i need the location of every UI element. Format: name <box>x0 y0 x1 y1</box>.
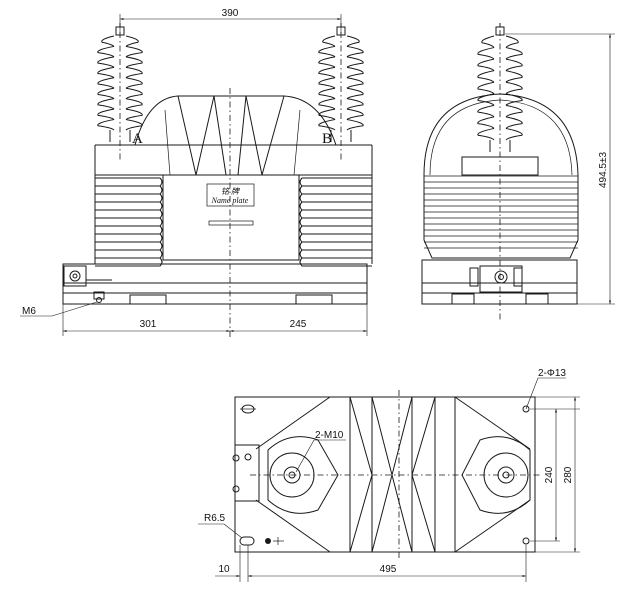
hole-label-group: 2-Φ13 <box>525 368 566 410</box>
bolt-m6: M6 <box>20 291 105 317</box>
base-plate <box>62 263 368 305</box>
nameplate <box>206 183 255 207</box>
thread-label-group: 2-M10 <box>295 430 346 473</box>
plan-outline <box>234 396 536 553</box>
dim-301-text: 301 <box>140 319 157 330</box>
body-ribs <box>94 175 373 267</box>
front-view: 390 A B <box>20 8 373 338</box>
dim-height: 494.5±3 <box>505 33 615 305</box>
dim-495: 10 495 <box>215 545 527 582</box>
ground-block <box>234 444 260 502</box>
dim-240-text: 240 <box>544 466 555 483</box>
terminal-b-label: B <box>322 131 332 147</box>
side-view: 494.5±3 <box>421 23 615 322</box>
terminal-a-label: A <box>132 131 143 147</box>
dim-height-text: 494.5±3 <box>598 152 609 189</box>
dim-245-text: 245 <box>290 319 307 330</box>
radius-label-group: R6.5 <box>198 513 243 539</box>
thread-label: 2-M10 <box>315 430 344 441</box>
dim-10-text: 10 <box>218 564 230 575</box>
center-panel <box>162 174 300 261</box>
grounding-bracket <box>63 265 87 287</box>
dim-280-text: 280 <box>563 466 574 483</box>
nameplate-cn: 铭 牌 <box>221 187 240 196</box>
mounting-holes <box>239 404 530 546</box>
top-housing-arch <box>134 95 337 146</box>
dim-301-245: 301 245 <box>62 304 368 336</box>
hole-label: 2-Φ13 <box>538 368 566 379</box>
side-body-ribs <box>423 175 579 259</box>
bolt-m6-text: M6 <box>22 306 36 317</box>
radius-label: R6.5 <box>204 513 226 524</box>
dim-495-text: 495 <box>380 564 397 575</box>
side-base <box>421 259 578 305</box>
core-grooves <box>164 95 301 176</box>
dim-390: 390 <box>119 8 342 34</box>
dim-390-text: 390 <box>222 8 239 19</box>
side-dome <box>423 93 579 176</box>
right-insulator <box>318 23 364 142</box>
dim-240-280: 240 280 <box>530 396 580 553</box>
plan-view: 2-Φ13 2-M10 R6.5 240 280 <box>198 368 580 582</box>
